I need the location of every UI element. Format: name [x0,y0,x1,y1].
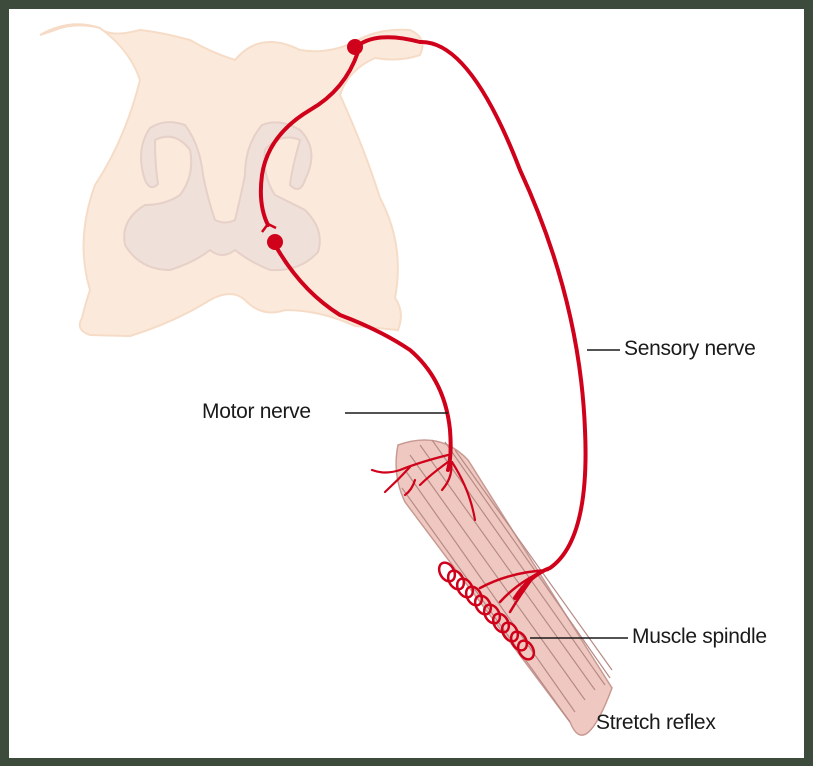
motor-neuron-cell-body [267,234,283,250]
motor-nerve-label: Motor nerve [202,400,311,424]
muscle-spindle-label: Muscle spindle [632,625,767,649]
diagram-panel: Sensory nerve Motor nerve Muscle spindle… [9,9,804,758]
spinal-cord [40,24,422,336]
spinal-cord-white-matter [40,24,422,336]
sensory-nerve-label: Sensory nerve [624,337,756,361]
stretch-reflex-label: Stretch reflex [596,711,716,735]
sensory-ganglion-cell-body [347,39,363,55]
muscle [396,440,612,735]
